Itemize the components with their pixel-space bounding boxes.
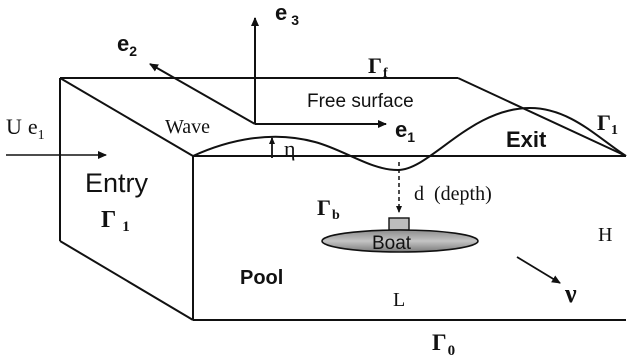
gamma1-right-label: Γ1 (597, 110, 618, 138)
boat-hull (321, 229, 479, 253)
entry-label: Entry (85, 168, 149, 198)
boat-label: Boat (372, 233, 412, 254)
h-label: H (598, 224, 612, 246)
boat-mast (388, 217, 410, 231)
gamma-b-label: Γb (317, 195, 340, 223)
e2-axis-arrow (149, 63, 256, 125)
wave-curve (192, 106, 627, 172)
wave-label: Wave (165, 116, 210, 138)
l-label: L (393, 289, 405, 311)
normal-vector-arrow (516, 256, 561, 284)
pool-box (59, 77, 627, 321)
left-bottom-edge (59, 240, 194, 321)
free-surface-label: Free surface (307, 91, 414, 112)
gamma0-label: Γ0 (432, 330, 455, 359)
e1-label: e1 (395, 117, 415, 145)
eta-label: η (284, 136, 296, 161)
exit-label: Exit (506, 127, 547, 152)
depth-label: d (depth) (414, 183, 492, 205)
top-left-edge (59, 77, 194, 157)
nu-label: ν (564, 279, 577, 308)
e2-label: e2 (117, 31, 137, 59)
gamma-f-label: Γf (368, 53, 388, 81)
top-right-edge (457, 77, 627, 157)
pool-label: Pool (240, 267, 283, 289)
